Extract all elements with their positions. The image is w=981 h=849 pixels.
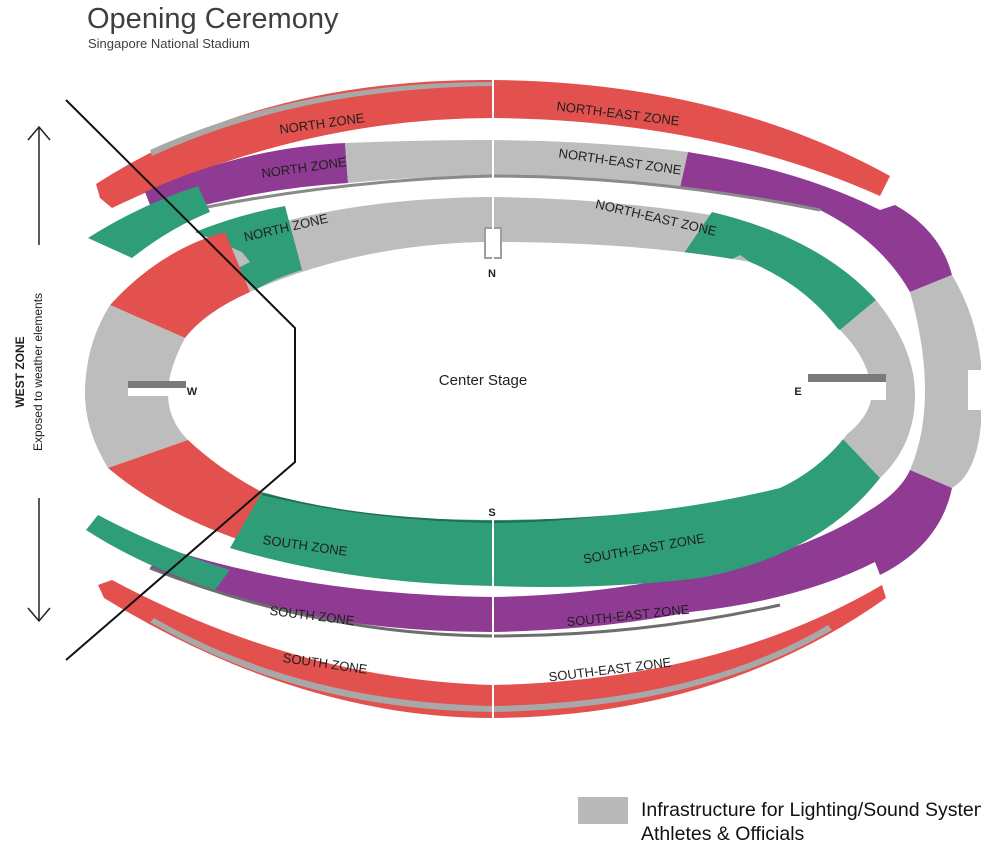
middle-tier <box>145 140 981 638</box>
south-east-zone-upper-section[interactable] <box>493 585 886 718</box>
legend-label-infrastructure: Infrastructure for Lighting/Sound System… <box>641 799 981 845</box>
north-zone-lower-section[interactable] <box>195 206 302 290</box>
legend-swatch-infrastructure <box>578 797 628 824</box>
south-zone-lower-section[interactable] <box>230 492 493 586</box>
north-inner-grey-section <box>200 197 750 292</box>
map-title: Opening Ceremony <box>87 3 339 35</box>
east-marker: E <box>794 386 801 398</box>
center-stage-label: Center Stage <box>439 372 527 389</box>
south-zone-middle-section[interactable] <box>150 548 493 632</box>
east-entrance <box>808 382 886 400</box>
west-red-upper-section[interactable] <box>110 232 250 338</box>
west-zone-label: WEST ZONE <box>13 336 27 407</box>
outer-tier <box>96 79 890 718</box>
south-zone-upper-section[interactable] <box>98 580 493 718</box>
south-east-zone-middle-section[interactable] <box>493 574 690 632</box>
south-marker: S <box>488 507 495 519</box>
north-east-zone-lower-section[interactable] <box>678 212 876 330</box>
west-marker: W <box>187 386 198 398</box>
north-zone-upper-section[interactable] <box>96 79 493 209</box>
west-entrance <box>128 388 186 396</box>
east-outer-grey-arc <box>910 275 981 488</box>
west-zone-arrow <box>27 125 51 623</box>
center-stage-field <box>168 242 872 520</box>
south-east-zone-middle-purple-curve[interactable] <box>690 470 952 612</box>
stadium-seating-map: NORTH ZONE NORTH-EAST ZONE NORTH ZONE NO… <box>13 79 981 718</box>
east-outer-gap <box>968 370 981 410</box>
north-east-zone-middle-section[interactable] <box>680 152 952 292</box>
south-west-green-small[interactable] <box>86 515 230 590</box>
north-marker: N <box>488 268 496 280</box>
north-middle-grey <box>345 140 493 183</box>
west-zone-note: Exposed to weather elements <box>31 293 45 451</box>
map-subtitle: Singapore National Stadium <box>88 36 250 51</box>
north-east-zone-upper-section[interactable] <box>493 80 890 196</box>
east-entrance-bar <box>808 374 886 384</box>
west-zone-boundary <box>65 99 296 661</box>
north-west-green-small[interactable] <box>88 186 210 258</box>
west-red-lower-section[interactable] <box>108 440 262 540</box>
